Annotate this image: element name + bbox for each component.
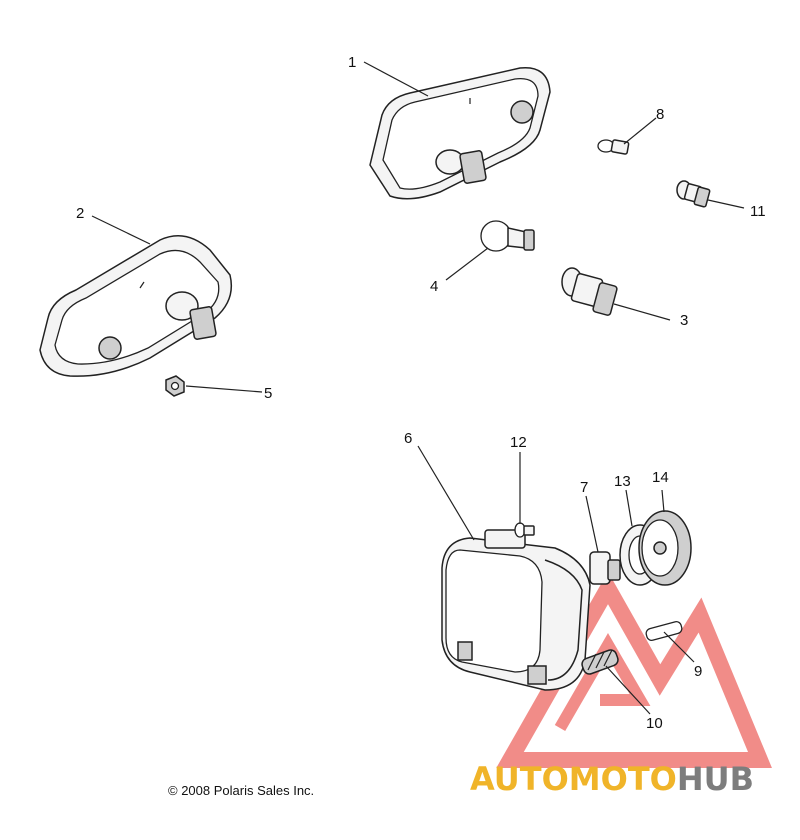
callout-7: 7: [580, 479, 588, 496]
pin-9: [645, 621, 683, 641]
brand-text-hub: HUB: [677, 760, 754, 798]
callout-14: 14: [652, 469, 669, 486]
wedge-bulb-4: [480, 220, 535, 252]
small-socket-11: [676, 180, 711, 208]
callout-2: 2: [76, 205, 84, 222]
tail-light-housing-left: [39, 235, 233, 377]
svg-text:AUTOMOTOHUB: AUTOMOTOHUB: [470, 760, 754, 798]
small-bulb-8: [597, 139, 630, 155]
callout-3: 3: [680, 312, 688, 329]
copyright-text: © 2008 Polaris Sales Inc.: [168, 783, 314, 798]
watermark-brand: AUTOMOTOHUB: [470, 760, 754, 798]
callout-6: 6: [404, 430, 412, 447]
callout-8: 8: [656, 106, 664, 123]
nut-5: [165, 375, 185, 397]
callout-5: 5: [264, 385, 272, 402]
brand-text-automoto: AUTOMOTO: [470, 760, 677, 798]
callout-11: 11: [750, 203, 766, 220]
callout-1: 1: [348, 54, 356, 71]
callout-4: 4: [430, 278, 438, 295]
callout-labels: 1 2 3 4 5 6 7 8 9 10 11 12 13 14: [76, 54, 766, 732]
callout-12: 12: [510, 434, 527, 451]
callout-10: 10: [646, 715, 663, 732]
callout-13: 13: [614, 473, 631, 490]
dust-cap-14: [638, 510, 692, 586]
leader-lines: [91, 61, 745, 715]
bulb-socket-3: [561, 267, 618, 316]
callout-9: 9: [694, 663, 702, 680]
spring-10: [581, 649, 619, 675]
tail-light-housing-upper: [369, 66, 551, 200]
headlight-assembly-6: [441, 529, 591, 691]
headlight-bulb-7: [589, 551, 621, 585]
small-bulb-12: [514, 522, 535, 538]
